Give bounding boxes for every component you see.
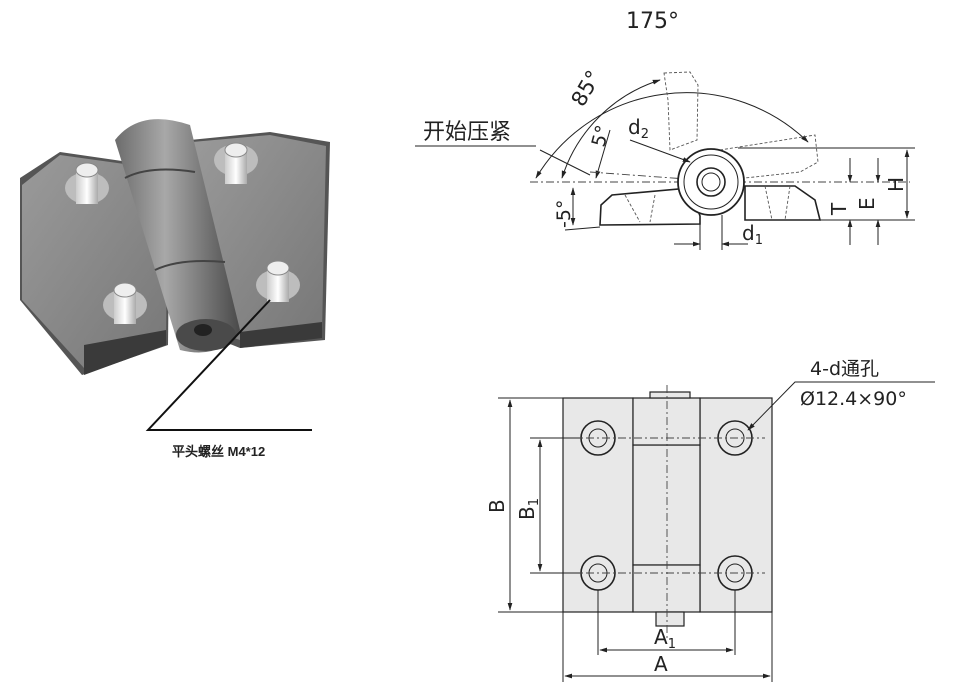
dim-T-label: T [827, 202, 851, 216]
dim-E-label: E [855, 197, 879, 210]
d1-label: d1 [742, 221, 763, 248]
dim-H-label: H [884, 177, 908, 192]
angle-neg5-label: -5° [553, 200, 575, 228]
screw-callout-label: 平头螺丝 M4*12 [172, 444, 265, 459]
callout-leader-line [145, 299, 312, 431]
angle-5-label: 5° [588, 123, 615, 150]
hole-note-count: 4-d通孔 [810, 358, 879, 380]
screw-icon [65, 162, 109, 204]
hole-note-countersink: Ø12.4×90° [800, 388, 907, 410]
screw-icon [103, 282, 147, 324]
dim-B-label: B [485, 499, 509, 513]
hinge-product-render: 平头螺丝 M4*12 [20, 119, 330, 459]
front-view-drawing: 4-d通孔 Ø12.4×90° B B1 A A1 [485, 358, 935, 682]
dim-A-label: A [654, 652, 668, 676]
d2-label: d2 [628, 115, 649, 142]
screw-icon [214, 142, 258, 184]
angle-85-label: 85° [567, 66, 606, 110]
screw-icon [256, 260, 300, 302]
angle-175-label: 175° [626, 9, 679, 34]
dim-B1-label: B1 [515, 498, 542, 520]
side-view-drawing: 175° 85° 5° -5° 开始压紧 d2 d1 T E H [415, 9, 915, 250]
start-clamp-label: 开始压紧 [423, 120, 511, 145]
dim-A1-label: A1 [654, 625, 676, 652]
